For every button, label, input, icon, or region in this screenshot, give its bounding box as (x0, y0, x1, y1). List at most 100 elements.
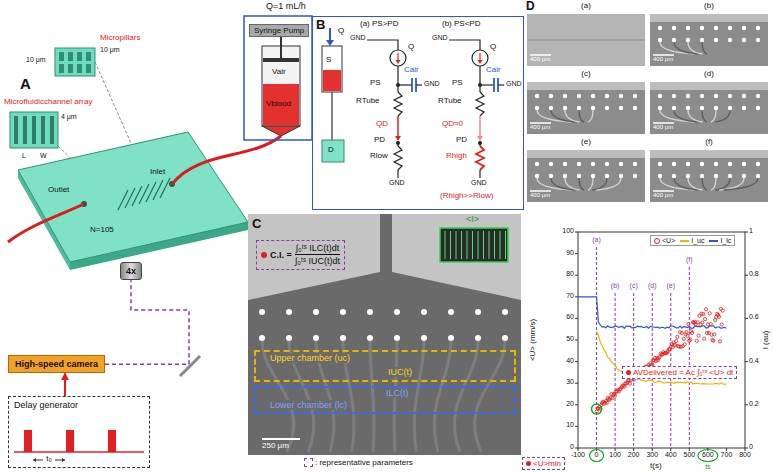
pillar-dot (742, 38, 746, 42)
circuit-label: (b) PS<PD (442, 20, 480, 29)
data-point (703, 337, 706, 340)
circuit-label: Rlow (370, 152, 388, 161)
pillar-dot (686, 162, 690, 166)
data-point (683, 343, 686, 346)
pillar-dot (535, 174, 539, 178)
flow-streak (579, 110, 584, 122)
device-box: Syringe Pump (249, 24, 309, 37)
node-dot (478, 141, 482, 145)
dimension-label: 4 μm (61, 113, 77, 121)
tick-mark (745, 275, 748, 276)
pillar-dot (728, 38, 732, 42)
tick-mark (726, 448, 727, 451)
pillar-dot (633, 174, 637, 178)
tick-mark (689, 448, 690, 451)
pillar-dot (563, 162, 567, 166)
part-label: N=105 (90, 226, 114, 235)
data-point (614, 394, 617, 397)
highlight-circle (698, 450, 718, 462)
pillar-dot (605, 162, 609, 166)
image-label: <I> (466, 215, 479, 225)
circuit-label: Rhigh (446, 152, 467, 161)
scale-label: 400 μm (653, 56, 673, 63)
pillar-dot (658, 174, 662, 178)
flow-streak (702, 42, 707, 54)
plunger-head (263, 58, 299, 62)
micrograph (650, 14, 768, 66)
pillar-dot (686, 106, 690, 110)
region-band: ILC(t)Lower chamber (lc) (254, 386, 516, 414)
channel-line (125, 188, 135, 208)
pillar-dot (563, 174, 567, 178)
channel-slot (32, 116, 36, 144)
channel-edge (650, 82, 768, 90)
circuit-label: QD (376, 120, 388, 129)
channel-edge (527, 150, 645, 158)
tick-label: 200 (628, 451, 640, 459)
tick-mark (575, 361, 578, 362)
tick-label: 0.4 (749, 357, 759, 365)
pillar-dot (577, 174, 581, 178)
data-point (701, 321, 704, 324)
circuit-label: Cair (486, 66, 501, 75)
flow-streak (588, 178, 593, 190)
tick-label: 0 (749, 443, 753, 451)
pillar-dot (756, 106, 760, 110)
scale-label: 400 μm (530, 56, 550, 63)
pillar-dot (605, 106, 609, 110)
pillar-dot (549, 106, 553, 110)
annotation-label: (a) (591, 236, 602, 244)
flow-arrow (329, 28, 331, 40)
pillar-dot (728, 106, 732, 110)
legend-sample (709, 240, 718, 242)
axis-label: ts (705, 463, 710, 471)
tick-mark (633, 448, 634, 451)
tick-mark (575, 383, 578, 384)
frame-label: (c) (581, 70, 590, 79)
pillar-dot (577, 162, 581, 166)
wire (479, 170, 480, 178)
pillar-dot (742, 94, 746, 98)
current-source (472, 50, 488, 66)
wire (397, 66, 398, 92)
circuit-label: Cair (404, 66, 419, 75)
pillar-dot (756, 26, 760, 30)
legend-text: I_uc (691, 237, 704, 244)
node-text: IUC(t) (386, 367, 414, 377)
micrograph (650, 82, 768, 134)
pillar-dot (700, 26, 704, 30)
pillar-dot (448, 335, 454, 341)
micropillar (68, 64, 73, 73)
channel-line (472, 231, 473, 259)
flow-arrow (397, 116, 399, 136)
pillar-dot (448, 309, 454, 315)
pillar-dot (672, 38, 676, 42)
channel-line (483, 231, 484, 259)
capacitor-symbol (493, 78, 495, 92)
legend-sample (304, 458, 313, 467)
flow-streak (370, 340, 374, 452)
data-point (697, 334, 700, 337)
scale-label: 400 μm (653, 124, 673, 131)
scale-bar (530, 190, 551, 192)
pulse-baseline (14, 451, 144, 453)
pillar-dot (700, 38, 704, 42)
pillar-dot (619, 106, 623, 110)
flow-streak (688, 178, 703, 190)
data-point (718, 340, 721, 343)
micrograph (527, 14, 645, 66)
pillar-dot (313, 309, 319, 315)
circuit-label: GND (424, 80, 440, 88)
source-arrow (479, 53, 480, 60)
data-point (709, 323, 712, 326)
data-point (611, 397, 614, 400)
part-label: Inlet (150, 168, 165, 177)
tick-label: 30 (566, 378, 574, 386)
tick-mark (670, 448, 671, 451)
circuit-label: PD (374, 136, 385, 145)
pillar-dot (756, 162, 760, 166)
scale-bar (530, 54, 551, 56)
arrow-head (396, 60, 401, 64)
tick-mark (575, 340, 578, 341)
connector (105, 280, 189, 364)
